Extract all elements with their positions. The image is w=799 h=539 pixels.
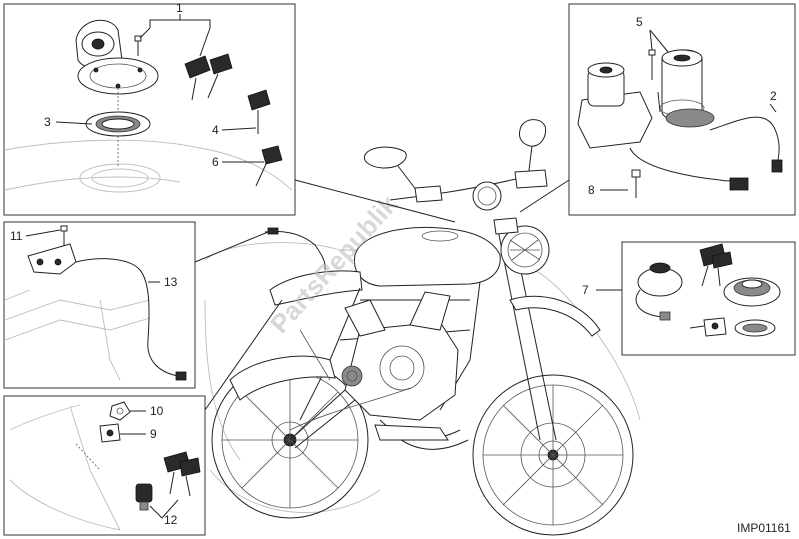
callout-5: 5 (636, 15, 643, 29)
callout-6: 6 (212, 155, 219, 169)
callout-11: 11 (10, 229, 23, 243)
drawing-code: IMP01161 (737, 521, 791, 535)
callout-7: 7 (582, 283, 589, 297)
inset-lock-set: 7 (582, 241, 796, 356)
callout-4: 4 (212, 123, 219, 137)
motorcycle-illustration (204, 119, 641, 536)
callout-3: 3 (44, 115, 51, 129)
callout-13: 13 (164, 275, 178, 289)
inset-ignition-tank-cap: 1 3 4 6 (3, 1, 456, 223)
callout-1: 1 (176, 1, 183, 15)
callout-10: 10 (150, 404, 164, 418)
inset-seat-key: 10 9 12 (3, 299, 283, 536)
inset-seat-lock-cable: 11 13 (3, 221, 269, 389)
inset-ignition-switch: 5 2 8 (519, 3, 796, 216)
callout-12: 12 (164, 513, 178, 527)
callout-9: 9 (150, 427, 157, 441)
callout-2: 2 (770, 89, 777, 103)
callout-8: 8 (588, 183, 595, 197)
